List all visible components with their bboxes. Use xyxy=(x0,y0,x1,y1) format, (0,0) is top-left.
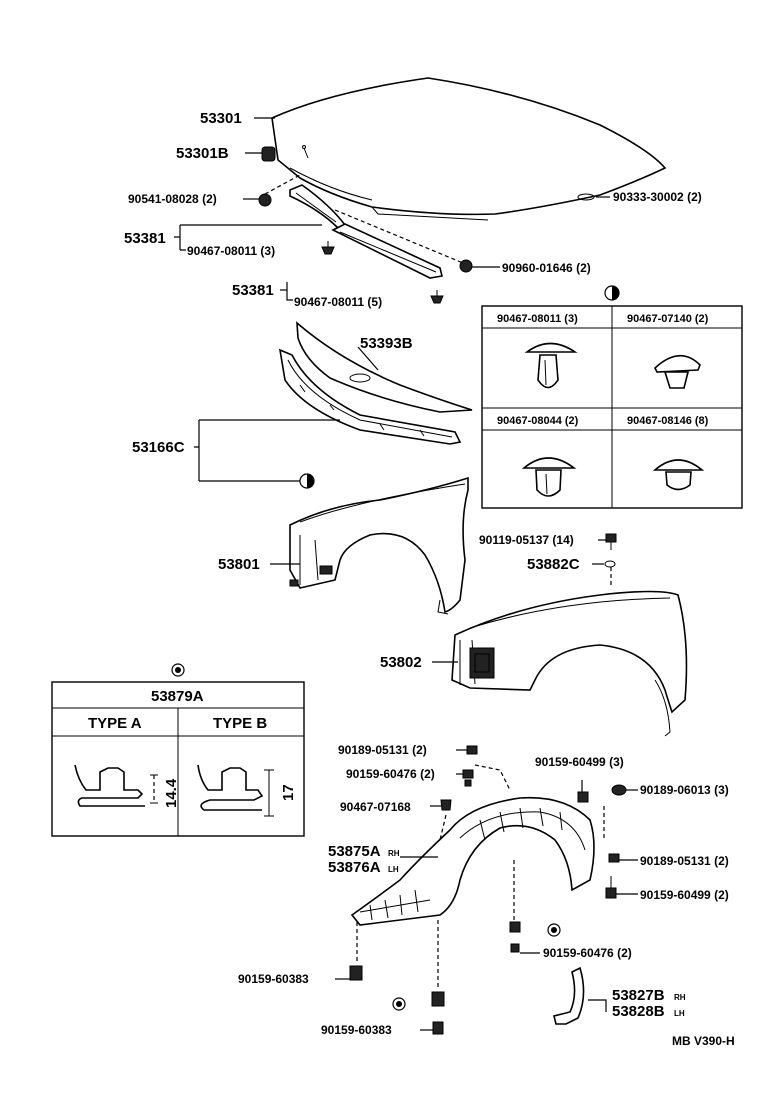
bracket-53879a-box xyxy=(51,681,305,837)
clip-drawing-90467-07140 xyxy=(654,354,701,389)
clip-90467-c[interactable] xyxy=(430,290,444,304)
hood-panel[interactable] xyxy=(254,77,667,221)
screw-90159-e[interactable] xyxy=(335,965,363,981)
clip-drawing-90467-08044 xyxy=(521,457,577,497)
clip-90467-a[interactable] xyxy=(321,241,335,255)
label-clip-c: 90467-08011 (5) xyxy=(294,295,382,309)
clip-table-cell-2: 90467-07140 (2) xyxy=(627,313,709,325)
screw-90159-b[interactable] xyxy=(577,780,589,803)
label-grommet-90333: 90333-30002 (2) xyxy=(613,190,702,204)
bracket-dim-a: 14.4 xyxy=(163,778,180,808)
bracket-dim-b: 17 xyxy=(280,784,297,801)
label-liner-a-side: RH xyxy=(388,849,400,858)
bracket-type-a-label: TYPE A xyxy=(88,715,142,732)
bracket-53879a-marker-icon xyxy=(171,663,185,677)
label-spacer-53882: 53882C xyxy=(527,556,580,573)
label-seal-c-side: RH xyxy=(674,993,686,1002)
clip-reference-table xyxy=(481,305,743,509)
label-screw-90159-c: 90159-60499 (2) xyxy=(640,888,729,902)
label-seal-a: 53381 xyxy=(124,230,166,247)
label-screw-90189-c: 90189-05131 (2) xyxy=(640,854,729,868)
clip-90960[interactable] xyxy=(459,259,500,273)
label-clip-90467-b: 90467-07168 xyxy=(340,800,411,814)
fender-liner[interactable] xyxy=(350,796,595,926)
bracket-box-title: 53879A xyxy=(151,688,204,705)
clip-90467-b[interactable] xyxy=(430,799,452,811)
screw-90189-b[interactable] xyxy=(611,784,638,796)
front-fender-rh[interactable] xyxy=(432,590,688,737)
label-seal-c: 53827B xyxy=(612,987,665,1004)
front-fender-lh[interactable] xyxy=(270,476,469,615)
hood-insulator[interactable] xyxy=(296,321,473,413)
bracket-type-b-label: TYPE B xyxy=(213,715,267,732)
label-insulator: 53393B xyxy=(360,335,413,352)
label-clip-a: 90467-08011 (3) xyxy=(187,244,275,258)
label-screw-90189-b: 90189-06013 (3) xyxy=(640,783,729,797)
bracket-type-b-drawing xyxy=(197,764,274,817)
fender-seal-53827b[interactable] xyxy=(553,966,607,1025)
bracket-seal-a xyxy=(174,224,322,251)
label-seal-b: 53381 xyxy=(232,282,274,299)
label-cowl: 53166C xyxy=(132,439,185,456)
label-hood-bumper: 53301B xyxy=(176,145,229,162)
label-bolt-90119: 90119-05137 (14) xyxy=(479,533,574,547)
footer-code: MB V390-H xyxy=(672,1034,735,1048)
screw-90189-a[interactable] xyxy=(456,745,478,755)
hood-bumper[interactable] xyxy=(245,145,309,162)
label-screw-90159-f: 90159-60383 xyxy=(321,1023,392,1037)
screw-90189-c[interactable] xyxy=(608,853,638,863)
screw-90159-f[interactable] xyxy=(392,991,445,1035)
label-hood: 53301 xyxy=(200,110,242,127)
label-screw-90159-b: 90159-60499 (3) xyxy=(535,755,624,769)
label-screw-90189-a: 90189-05131 (2) xyxy=(338,743,427,757)
grommet-90333[interactable] xyxy=(577,193,610,201)
legend-half-circle-icon-b xyxy=(299,473,315,489)
bracket-type-a-drawing xyxy=(74,764,158,807)
label-screw-90159-e: 90159-60383 xyxy=(238,972,309,986)
cowl-panel[interactable] xyxy=(278,348,462,445)
screw-90159-d[interactable] xyxy=(509,921,561,954)
clip-table-cell-3: 90467-08044 (2) xyxy=(497,415,579,427)
liner-leader-dashes-a xyxy=(439,764,511,841)
legend-half-circle-icon-a xyxy=(604,285,620,301)
bolt-90119[interactable] xyxy=(598,533,617,550)
spacer-53882[interactable] xyxy=(592,560,616,588)
clip-table-cell-1: 90467-08011 (3) xyxy=(497,313,578,325)
clip-drawing-90467-08146 xyxy=(652,459,705,491)
label-liner-b: 53876A xyxy=(328,859,381,876)
clip-drawing-90467-08011 xyxy=(524,342,578,389)
label-clip-90960: 90960-01646 (2) xyxy=(502,261,591,275)
bracket-cowl xyxy=(194,419,340,482)
hood-seal-upper[interactable] xyxy=(289,184,464,279)
label-liner-b-side: LH xyxy=(388,865,399,874)
label-screw-90159-a: 90159-60476 (2) xyxy=(346,767,435,781)
screw-90159-c[interactable] xyxy=(605,876,638,899)
label-seal-d: 53828B xyxy=(612,1003,665,1020)
bracket-seal-b xyxy=(286,282,293,301)
clip-table-cell-4: 90467-08146 (8) xyxy=(627,415,709,427)
label-liner-a: 53875A xyxy=(328,843,381,860)
label-fender-lh: 53801 xyxy=(218,556,260,573)
label-screw-90159-d: 90159-60476 (2) xyxy=(543,946,632,960)
label-nut-90541: 90541-08028 (2) xyxy=(128,192,217,206)
nut-90541[interactable] xyxy=(243,174,301,207)
label-fender-rh: 53802 xyxy=(380,654,422,671)
screw-90159-a[interactable] xyxy=(456,769,474,787)
label-seal-d-side: LH xyxy=(674,1009,685,1018)
